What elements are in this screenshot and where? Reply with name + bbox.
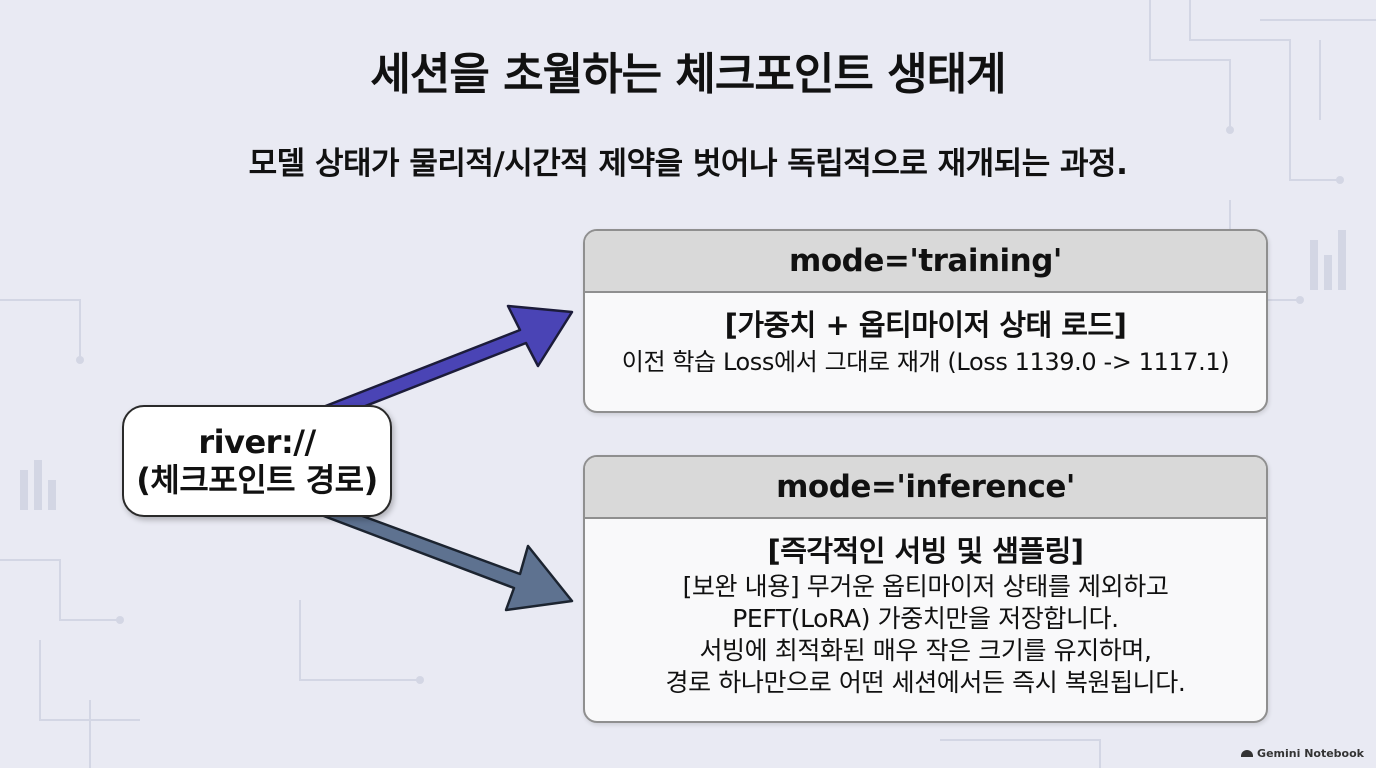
- inference-line: 서빙에 최적화된 매우 작은 크기를 유지하며,: [699, 636, 1152, 665]
- inference-mode-box: mode='inference' [즉각적인 서빙 및 샘플링] [보완 내용]…: [583, 455, 1268, 723]
- inference-mode-body: [즉각적인 서빙 및 샘플링] [보완 내용] 무거운 옵티마이저 상태를 제외…: [585, 519, 1266, 699]
- training-line: 이전 학습 Loss에서 그대로 재개 (Loss 1139.0 -> 1117…: [621, 348, 1230, 376]
- inference-line: [보완 내용] 무거운 옵티마이저 상태를 제외하고: [682, 572, 1169, 601]
- inference-heading: [즉각적인 서빙 및 샘플링]: [767, 534, 1084, 568]
- watermark-text: Gemini Notebook: [1257, 747, 1364, 760]
- inference-mode-header: mode='inference': [585, 457, 1266, 519]
- inference-line: 경로 하나만으로 어떤 세션에서든 즉시 복원됩니다.: [665, 668, 1186, 697]
- page-title: 세션을 초월하는 체크포인트 생태계: [370, 49, 1006, 100]
- training-heading: [가중치 + 옵티마이저 상태 로드]: [724, 308, 1127, 342]
- checkpoint-source-node: river:// (체크포인트 경로): [122, 405, 392, 517]
- inference-line: PEFT(LoRA) 가중치만을 저장합니다.: [732, 604, 1119, 633]
- training-mode-header: mode='training': [585, 231, 1266, 293]
- watermark: Gemini Notebook: [1241, 747, 1364, 760]
- notebook-logo-icon: [1241, 750, 1254, 757]
- arrow-to-training: [298, 304, 574, 418]
- page-subtitle: 모델 상태가 물리적/시간적 제약을 벗어나 독립적으로 재개되는 과정.: [248, 146, 1128, 182]
- source-uri-label: river://: [198, 423, 316, 461]
- source-path-label: (체크포인트 경로): [136, 461, 378, 499]
- training-mode-body: [가중치 + 옵티마이저 상태 로드] 이전 학습 Loss에서 그대로 재개 …: [585, 293, 1266, 379]
- training-mode-box: mode='training' [가중치 + 옵티마이저 상태 로드] 이전 학…: [583, 229, 1268, 413]
- arrow-to-inference: [298, 505, 574, 612]
